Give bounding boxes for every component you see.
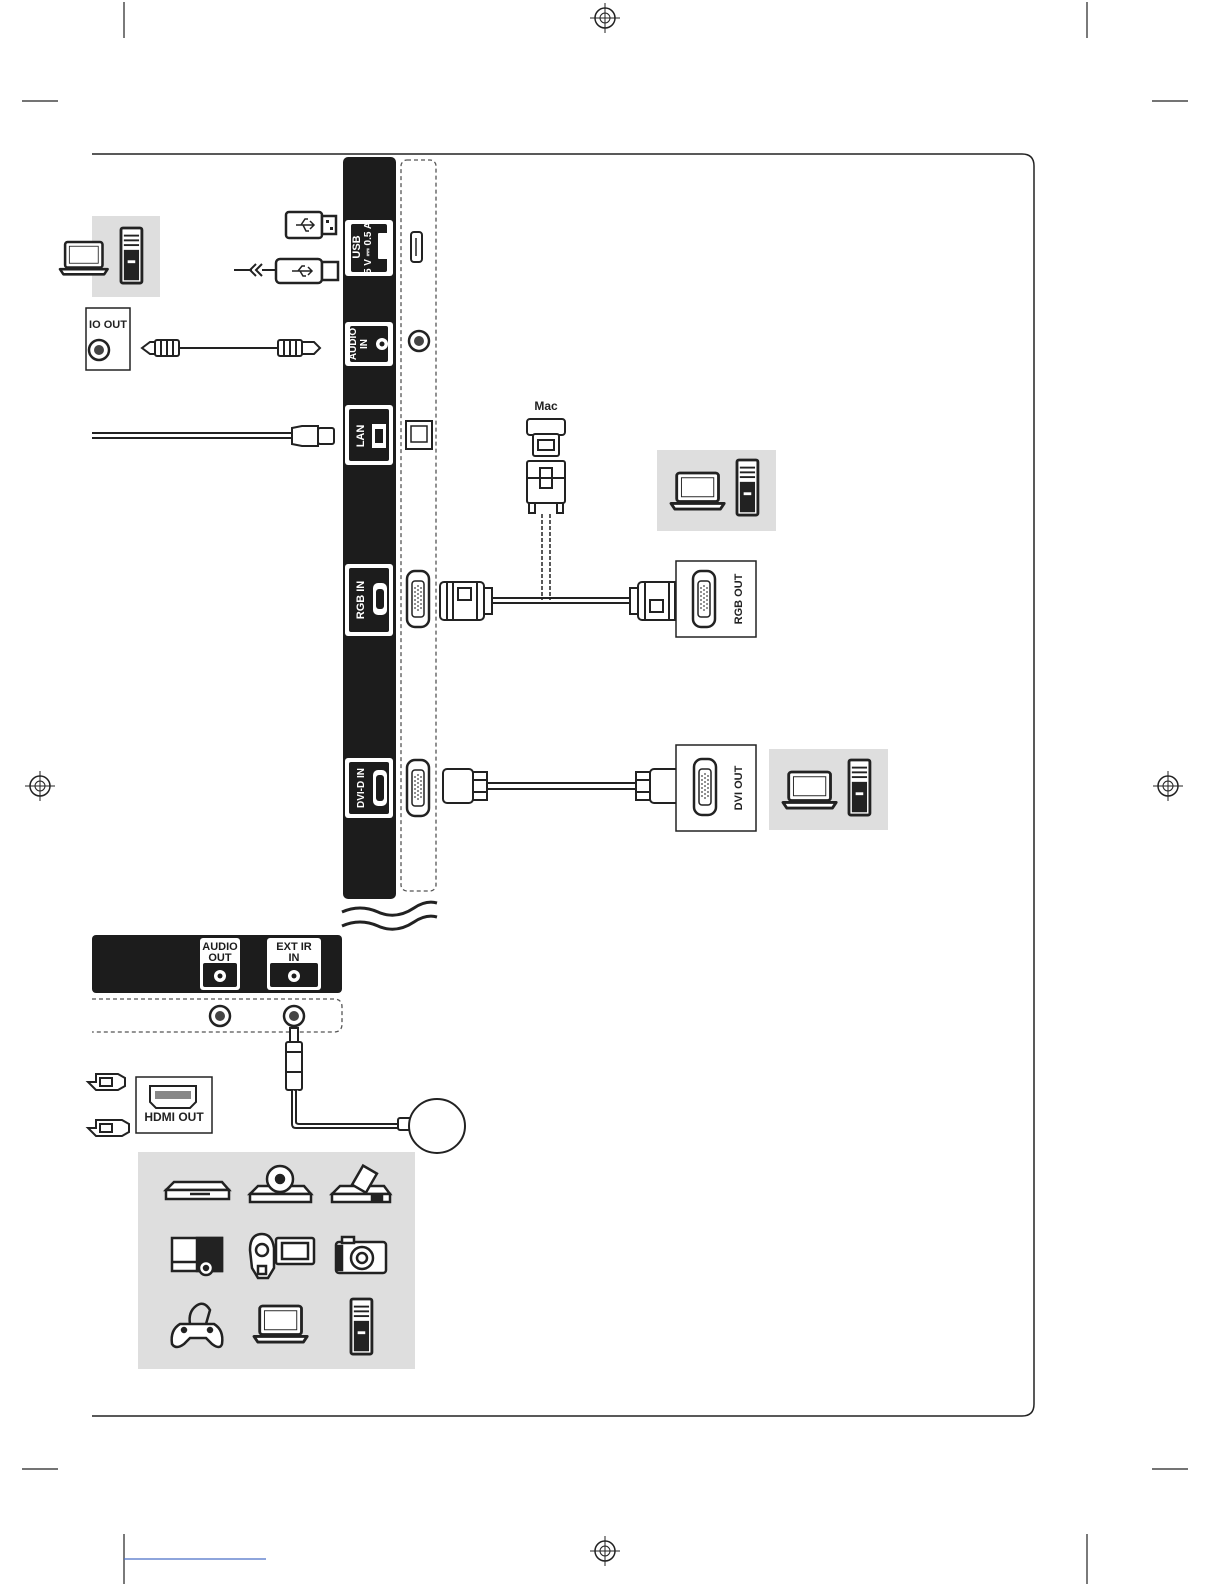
pc-device-box-right bbox=[769, 749, 888, 830]
audio-in-label-line1: AUDIO bbox=[348, 328, 359, 360]
device-grid bbox=[138, 1152, 415, 1369]
ir-receiver-icon bbox=[409, 1099, 465, 1153]
hdmi-out-box: HDMI OUT bbox=[136, 1077, 212, 1133]
laptop-icon bbox=[783, 772, 836, 808]
audio-out-port-label: AUDIO OUT bbox=[200, 938, 240, 990]
laptop-icon bbox=[60, 242, 108, 274]
registration-mark-top bbox=[590, 3, 620, 33]
lan-port-label: LAN bbox=[345, 405, 393, 465]
pc-device-box-top bbox=[60, 216, 160, 297]
lan-jack bbox=[406, 421, 432, 449]
usb-memory-icon bbox=[286, 212, 336, 238]
ir-receiver-cable bbox=[286, 1028, 465, 1153]
pc-device-box-middle bbox=[657, 450, 776, 531]
lan-label: LAN bbox=[355, 425, 367, 448]
dvi-out-box: DVI OUT bbox=[676, 745, 756, 831]
usb-port-label: USB 5 V ⎓ 0.5 A bbox=[345, 220, 393, 276]
mac-adapter-cable bbox=[542, 514, 550, 600]
laptop-icon bbox=[671, 473, 724, 509]
desktop-tower-icon bbox=[737, 460, 758, 515]
desktop-tower-icon bbox=[121, 228, 142, 283]
home-theater-icon bbox=[172, 1238, 222, 1275]
registration-mark-bottom bbox=[590, 1536, 620, 1566]
audio-in-jack bbox=[409, 331, 429, 351]
audio-in-port-label: AUDIO IN bbox=[345, 322, 393, 366]
desktop-tower-icon bbox=[849, 760, 870, 815]
dvd-player-icon bbox=[166, 1182, 229, 1199]
rgb-in-port-label: RGB IN bbox=[345, 564, 393, 636]
rgb-in-label: RGB IN bbox=[355, 581, 367, 620]
rgb-out-box: RGB OUT bbox=[676, 561, 756, 637]
audio-out-partial-label: IO OUT bbox=[89, 319, 127, 331]
dvi-cable bbox=[443, 769, 680, 803]
audio-cable bbox=[142, 340, 320, 356]
ext-ir-in-label-line2: IN bbox=[289, 952, 300, 964]
usb-label-line2: 5 V ⎓ 0.5 A bbox=[363, 222, 374, 274]
laptop-icon bbox=[254, 1306, 307, 1342]
usb-cable-plug bbox=[234, 259, 338, 283]
rgb-cable bbox=[440, 582, 682, 620]
hdmi-plug-top bbox=[88, 1074, 125, 1090]
panel-break-mark bbox=[342, 902, 437, 929]
digital-camera-icon bbox=[336, 1237, 386, 1273]
mac-adapter-icon bbox=[527, 419, 565, 513]
rgb-out-label: RGB OUT bbox=[733, 573, 745, 624]
dvi-in-port-label: DVI-D IN bbox=[345, 758, 393, 818]
ext-ir-in-jack bbox=[284, 1006, 304, 1026]
audio-out-jack bbox=[210, 1006, 230, 1026]
dvi-out-label: DVI OUT bbox=[733, 765, 745, 810]
hdmi-out-label: HDMI OUT bbox=[144, 1110, 204, 1124]
audio-in-label-line2: IN bbox=[359, 339, 370, 349]
usb-label-line1: USB bbox=[351, 235, 363, 258]
rgb-in-jack bbox=[407, 571, 429, 627]
registration-mark-right bbox=[1153, 771, 1183, 801]
audio-out-label-line2: OUT bbox=[208, 952, 232, 964]
dvi-in-jack bbox=[407, 760, 429, 816]
ext-ir-in-port-label: EXT IR IN bbox=[267, 938, 321, 990]
audio-out-box-left: IO OUT bbox=[86, 308, 130, 370]
mac-label: Mac bbox=[534, 399, 558, 413]
hdmi-plug-bottom bbox=[88, 1120, 129, 1136]
desktop-tower-icon bbox=[351, 1299, 372, 1354]
registration-mark-left bbox=[25, 771, 55, 801]
dvi-in-label: DVI-D IN bbox=[356, 768, 367, 808]
lan-cable bbox=[92, 426, 334, 446]
